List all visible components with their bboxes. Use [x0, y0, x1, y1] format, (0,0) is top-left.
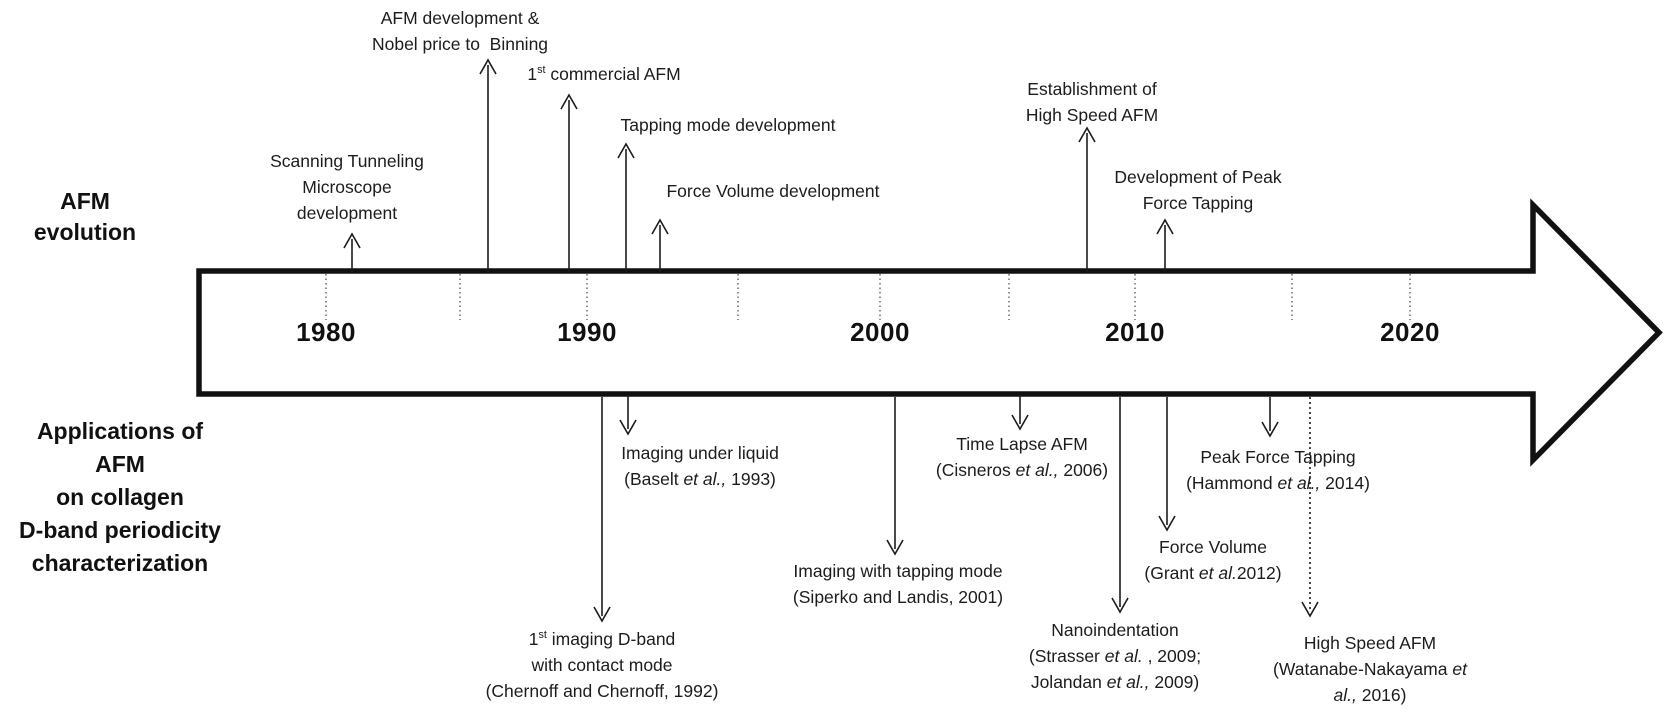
text-line: Peak Force Tapping — [1200, 447, 1356, 467]
text-line: Force Tapping — [1142, 193, 1254, 213]
event-label-baselt-liquid: Imaging under liquid (Baselt et al., 1993… — [621, 440, 779, 492]
text-line: Time Lapse AFM — [956, 434, 1088, 454]
text-line: al., 2016) — [1333, 685, 1407, 705]
down-arrow-icon-baselt — [619, 394, 637, 436]
text-line: Microscope — [302, 177, 392, 197]
event-label-watanabe-hs-afm: High Speed AFM (Watanabe-Nakayama et al., … — [1273, 630, 1467, 708]
up-arrow-icon-high-speed-afm — [1078, 126, 1096, 272]
text-line: AFM — [95, 451, 145, 477]
text-line: (Baselt et al., 1993) — [624, 469, 776, 489]
text-line: (Watanabe-Nakayama et — [1273, 659, 1467, 679]
timeline-arrow-shape — [196, 198, 1663, 467]
text-line: Development of Peak — [1114, 167, 1282, 187]
text-line: (Cisneros et al., 2006) — [935, 460, 1109, 480]
text-line: with contact mode — [531, 655, 673, 675]
down-arrow-icon-siperko — [886, 397, 904, 556]
text-line: Nanoindentation — [1051, 620, 1179, 640]
text-line: characterization — [31, 550, 209, 576]
event-label-chernoff-contact-mode: 1st imaging D-band with contact mode (Cher… — [486, 626, 719, 704]
text-line: 1st commercial AFM — [527, 64, 681, 84]
event-label-force-volume-dev: Force Volume development — [666, 178, 879, 204]
down-arrow-icon-cisneros — [1011, 394, 1029, 431]
text-line: High Speed AFM — [1025, 105, 1159, 125]
event-label-tapping-mode: Tapping mode development — [620, 112, 835, 138]
text-line: (Siperko and Landis, 2001) — [792, 587, 1004, 607]
text-line: AFM development & — [380, 8, 540, 28]
year-label-1980: 1980 — [296, 317, 356, 347]
text-line: Jolandan et al., 2009) — [1030, 672, 1200, 692]
text-line: Establishment of — [1027, 79, 1157, 99]
down-arrow-icon-hammond — [1261, 397, 1279, 438]
text-line: on collagen — [56, 484, 184, 510]
up-arrow-icon-stm — [343, 232, 361, 272]
event-label-afm-development-nobel: AFM development & Nobel price to Binning — [372, 5, 548, 57]
text-line: Imaging under liquid — [621, 443, 779, 463]
event-label-hammond-pft: Peak Force Tapping (Hammond et al., 2014) — [1186, 444, 1370, 496]
text-line: (Strasser et al. , 2009; — [1028, 646, 1202, 666]
event-label-high-speed-afm-est: Establishment of High Speed AFM — [1026, 76, 1158, 128]
year-label-2020: 2020 — [1380, 317, 1440, 347]
event-label-grant-force-volume: Force Volume (Grant et al.2012) — [1144, 534, 1281, 586]
year-label-1990: 1990 — [557, 317, 617, 347]
down-arrow-icon-nanoindentation — [1111, 397, 1129, 614]
text-line: Force Volume — [1159, 537, 1267, 557]
text-line: High Speed AFM — [1303, 633, 1437, 653]
up-arrow-icon-force-volume-dev — [651, 218, 669, 272]
text-line: Scanning Tunneling — [270, 151, 424, 171]
application-arrows — [593, 394, 1319, 623]
text-line: Imaging with tapping mode — [793, 561, 1003, 581]
text-line: development — [296, 203, 398, 223]
text-line: Tapping mode development — [620, 115, 836, 135]
up-arrow-icon-tapping-mode — [617, 142, 635, 272]
text-line: D-band periodicity — [19, 517, 221, 543]
text-line: Force Volume development — [666, 181, 880, 201]
event-label-first-commercial-afm: 1st commercial AFM — [527, 61, 680, 87]
text-line: AFM — [60, 188, 110, 214]
down-arrow-icon-grant — [1158, 397, 1176, 532]
text-line: (Chernoff and Chernoff, 1992) — [485, 681, 719, 701]
text-line: (Grant et al.2012) — [1144, 563, 1282, 583]
up-arrow-icon-nobel — [479, 58, 497, 272]
event-label-cisneros-time-lapse: Time Lapse AFM (Cisneros et al., 2006) — [936, 431, 1108, 483]
year-label-2000: 2000 — [850, 317, 910, 347]
evolution-arrows — [343, 58, 1174, 272]
text-line: Nobel price to Binning — [371, 34, 549, 54]
decade-ticks — [325, 274, 1411, 320]
text-line: 1st imaging D-band — [528, 629, 676, 649]
text-line: (Hammond et al., 2014) — [1186, 473, 1370, 493]
event-label-nanoindentation: Nanoindentation (Strasser et al. , 2009; J… — [1029, 617, 1201, 695]
event-label-siperko-tapping: Imaging with tapping mode (Siperko and La… — [793, 558, 1003, 610]
text-line: Applications of — [36, 418, 204, 444]
down-arrow-icon-chernoff — [593, 397, 611, 623]
text-line: evolution — [33, 219, 137, 245]
evolution-section-title: AFM evolution — [34, 186, 136, 248]
up-arrow-icon-commercial-afm — [560, 93, 578, 272]
down-arrow-icon-watanabe-dotted — [1301, 397, 1319, 618]
year-label-2010: 2010 — [1105, 317, 1165, 347]
up-arrow-icon-peak-force-tapping — [1156, 218, 1174, 272]
